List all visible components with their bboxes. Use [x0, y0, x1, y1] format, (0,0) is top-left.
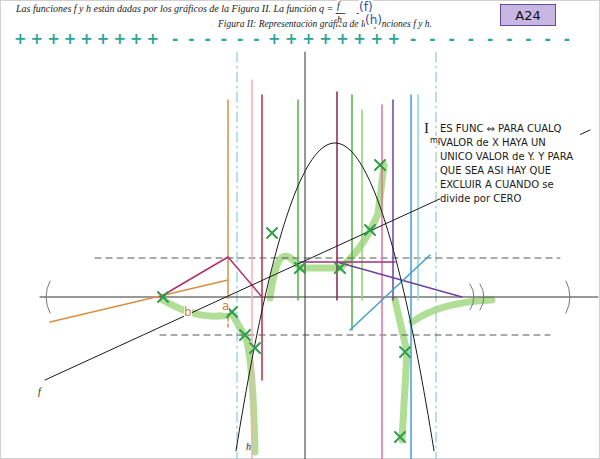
cross-mark	[295, 263, 305, 273]
cross-mark	[335, 263, 345, 273]
vertical-mark	[336, 92, 338, 300]
sign-chart: ++++++++	[268, 30, 405, 48]
handwritten-denominator: (h)	[365, 13, 382, 27]
handwritten-numerator: (f)	[359, 0, 373, 14]
quotient-branch	[412, 300, 492, 322]
quotient-branch	[270, 165, 384, 298]
sign-chart: ------	[172, 30, 269, 48]
vertical-mark	[351, 95, 353, 330]
vertical-guide	[236, 52, 237, 459]
point-label: a	[222, 299, 229, 313]
problem-statement: Las funciones f y h están dadas por los …	[16, 3, 333, 14]
vertical-mark	[227, 100, 229, 300]
cross-mark	[375, 160, 385, 170]
helper-segment	[337, 262, 462, 297]
x-axis	[40, 297, 598, 298]
cross-mark	[240, 330, 250, 340]
helper-segment	[50, 280, 228, 322]
horizontal-guide	[95, 258, 560, 259]
vertical-mark	[410, 95, 412, 459]
interval-bracket	[470, 284, 474, 310]
function-label: f	[38, 386, 41, 397]
sign-chart: ---------	[410, 30, 583, 48]
function-label: h	[246, 441, 251, 452]
helper-segment	[300, 261, 395, 263]
note-symbol: I	[424, 120, 429, 137]
interval-bracket	[46, 281, 50, 313]
handwritten-note: ES FUNC ⇔ PARA CUALQ VALOR de X HAYA UN …	[440, 122, 580, 206]
horizontal-guide	[160, 335, 550, 336]
function-h-parabola	[236, 143, 434, 451]
vertical-mark	[361, 110, 363, 300]
quotient-branch	[163, 300, 255, 452]
interval-bracket	[566, 281, 570, 313]
vertical-mark	[251, 80, 253, 459]
cross-mark	[158, 292, 168, 302]
helper-segment	[160, 257, 262, 297]
cross-mark	[267, 228, 277, 238]
cross-mark	[400, 347, 410, 357]
helper-segment	[350, 255, 430, 330]
vertical-guide	[435, 52, 436, 459]
cross-mark	[395, 432, 405, 442]
vertical-mark	[381, 105, 383, 459]
interval-bracket	[480, 284, 484, 310]
sheet-tag: A24	[500, 4, 556, 26]
quotient-branch	[395, 300, 407, 440]
sign-chart: +++++++++	[14, 30, 163, 48]
vertical-mark	[417, 95, 419, 300]
tag-text: A24	[515, 8, 540, 23]
vertical-mark	[392, 100, 394, 300]
fraction-numerator: f	[337, 0, 340, 11]
cross-mark	[250, 343, 260, 353]
figure-caption: Figura II: Representación gráfica de las…	[218, 19, 432, 29]
point-label: b	[184, 305, 192, 319]
fraction-denominator: h	[337, 14, 342, 25]
y-axis	[305, 52, 306, 459]
vertical-mark	[261, 95, 263, 380]
cross-mark	[365, 225, 375, 235]
